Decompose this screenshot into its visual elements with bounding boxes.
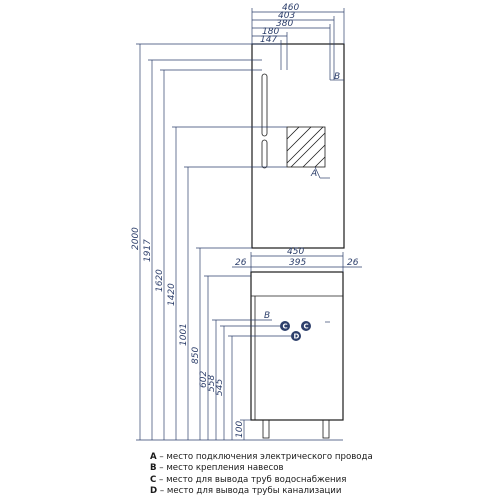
electrical-zone-hatching	[286, 126, 326, 168]
marker-d: D	[294, 333, 300, 341]
dim-395: 395	[289, 258, 306, 268]
legend-text: – место для вывода труб водоснабжения	[159, 474, 347, 485]
upper-cabinet	[251, 43, 345, 249]
marker-b-upper: B	[334, 72, 340, 82]
legend-key: D	[150, 486, 158, 497]
legend-text: – место для вывода трубы канализации	[159, 486, 342, 497]
dim-26-left: 26	[235, 258, 247, 268]
electrical-zone	[286, 126, 326, 168]
dim-403: 403	[278, 11, 295, 21]
dim-545: 545	[215, 379, 225, 396]
marker-c-right: C	[304, 323, 309, 331]
leader-a	[314, 166, 321, 179]
leg-right	[322, 419, 330, 439]
dim-1420: 1420	[167, 283, 177, 306]
vertical-dimensions: 2000 1917 1620 1420 1001 850 602 558 545…	[131, 43, 343, 441]
legend: A – место подключения электрического про…	[150, 452, 495, 498]
legend-row-b: B – место крепления навесов	[150, 463, 495, 474]
dim-380: 380	[276, 19, 293, 29]
marker-c-left-circle	[280, 321, 290, 331]
base-width-dimensions: 450 395 26 26	[232, 247, 362, 272]
legend-row-c: C – место для вывода труб водоснабжения	[150, 475, 495, 486]
dim-180: 180	[262, 27, 279, 37]
legend-key: C	[150, 474, 157, 485]
dim-1620: 1620	[155, 269, 165, 292]
upper-cabinet-handle-top	[261, 73, 268, 137]
legend-text: – место подключения электрического прово…	[159, 452, 373, 462]
leg-left	[262, 419, 270, 439]
dim-1917: 1917	[143, 239, 153, 262]
legend-row-a: A – место подключения электрического про…	[150, 452, 495, 463]
legend-key: B	[150, 463, 157, 474]
legend-key: A	[150, 452, 157, 462]
dim-147: 147	[260, 35, 277, 45]
dim-2000: 2000	[131, 227, 141, 250]
top-width-dimensions: 460 403 380 180 147	[251, 3, 345, 80]
dim-450: 450	[287, 247, 304, 257]
marker-a: A	[310, 169, 317, 179]
marker-c-left: C	[283, 323, 288, 331]
dim-602: 602	[199, 371, 209, 388]
dim-1001: 1001	[179, 323, 189, 346]
marker-d-circle	[291, 331, 301, 341]
marker-c-right-circle	[301, 321, 311, 331]
dim-460: 460	[282, 3, 299, 13]
dim-558: 558	[207, 375, 217, 392]
upper-cabinet-handle-bottom	[261, 139, 268, 169]
base-cabinet	[250, 271, 344, 421]
legend-row-d: D – место для вывода трубы канализации	[150, 486, 495, 497]
legend-text: – место крепления навесов	[159, 463, 284, 474]
dim-100: 100	[235, 421, 245, 438]
dim-850: 850	[191, 347, 201, 364]
marker-b-lower: B	[264, 311, 270, 321]
dim-26-right: 26	[347, 258, 359, 268]
